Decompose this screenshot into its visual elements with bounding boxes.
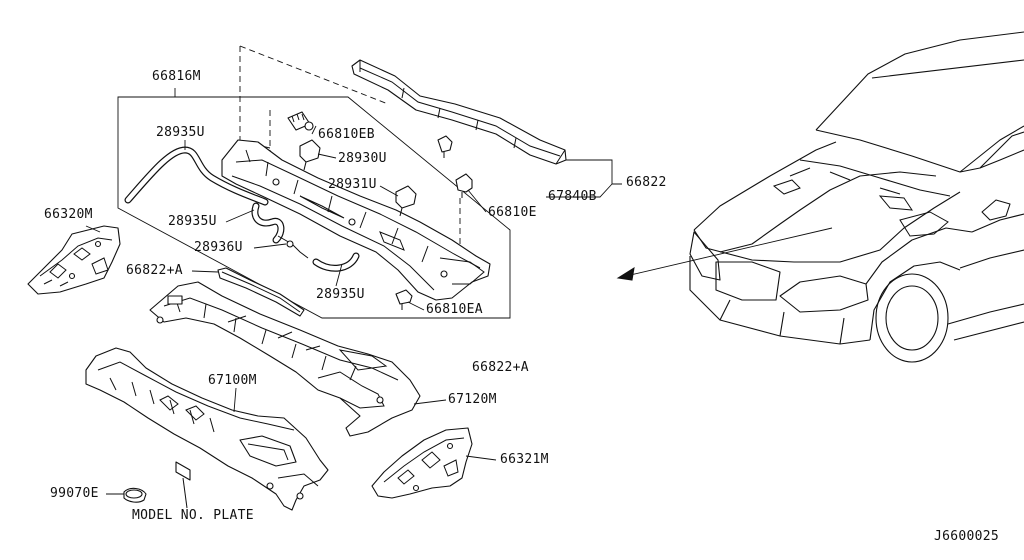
callout-28936u: 28936U xyxy=(194,240,243,255)
diagram-code: J6600025 xyxy=(934,529,1000,544)
callout-67100m: 67100M xyxy=(208,373,257,388)
cowl-inner-67120m xyxy=(149,281,421,437)
washer-hose-connector xyxy=(277,235,309,259)
callout-67120m: 67120M xyxy=(448,392,497,407)
callout-66810eb: 66810EB xyxy=(318,127,375,142)
leader-line xyxy=(546,159,622,198)
reference-dashed-line xyxy=(239,45,389,105)
clip-66810ea xyxy=(395,289,413,310)
cowl-top-cover xyxy=(221,139,491,301)
leader-line xyxy=(311,125,317,135)
grommet-99070e xyxy=(123,487,147,503)
leader-line xyxy=(413,399,447,405)
callout-28935u-low: 28935U xyxy=(316,287,365,302)
callout-66810ea: 66810EA xyxy=(426,302,483,317)
leader-line xyxy=(465,455,497,461)
direction-arrow xyxy=(625,227,833,277)
leader-line xyxy=(335,263,343,287)
leader-line xyxy=(467,189,487,213)
callout-66321m: 66321M xyxy=(500,452,549,467)
clip-upper xyxy=(437,135,453,158)
callout-28935u-top: 28935U xyxy=(156,125,205,140)
clip-66810e xyxy=(455,173,473,198)
nozzle-28931u xyxy=(395,185,417,217)
seal-67840b xyxy=(351,59,567,165)
callout-66816m: 66816M xyxy=(152,69,201,84)
leader-line xyxy=(253,243,287,249)
callout-67840b: 67840B xyxy=(548,189,597,204)
seal-66822a xyxy=(217,267,305,317)
callout-66822: 66822 xyxy=(626,175,667,190)
callout-66320m: 66320M xyxy=(44,207,93,222)
leader-line xyxy=(233,387,237,413)
washer-hose-lower xyxy=(312,252,360,272)
dash-panel-67100m xyxy=(85,347,329,511)
screw-66810eb xyxy=(287,111,314,131)
arrow-head-icon xyxy=(616,266,635,281)
leader-line xyxy=(379,185,399,197)
leader-line xyxy=(317,153,337,159)
model-plate-icon xyxy=(175,461,191,509)
callout-66822a-left: 66822+A xyxy=(126,263,183,278)
washer-hose-upper xyxy=(124,146,269,206)
leader-line xyxy=(225,209,255,223)
model-plate-label: MODEL NO. PLATE xyxy=(132,508,254,523)
leader-line xyxy=(85,225,101,233)
callout-28935u-mid: 28935U xyxy=(168,214,217,229)
nozzle-28930u xyxy=(299,139,321,171)
washer-hose-middle xyxy=(251,202,285,244)
bracket-66320m xyxy=(27,225,121,295)
assembly-group-frame xyxy=(117,96,511,319)
leader-line xyxy=(191,270,219,273)
bracket-66321m xyxy=(371,427,473,499)
car-illustration xyxy=(689,31,1024,363)
callout-66822a-right: 66822+A xyxy=(472,360,529,375)
callout-66810e: 66810E xyxy=(488,205,537,220)
callout-28930u: 28930U xyxy=(338,151,387,166)
callout-99070e: 99070E xyxy=(50,486,99,501)
callout-28931u: 28931U xyxy=(328,177,377,192)
leader-line xyxy=(407,301,425,311)
